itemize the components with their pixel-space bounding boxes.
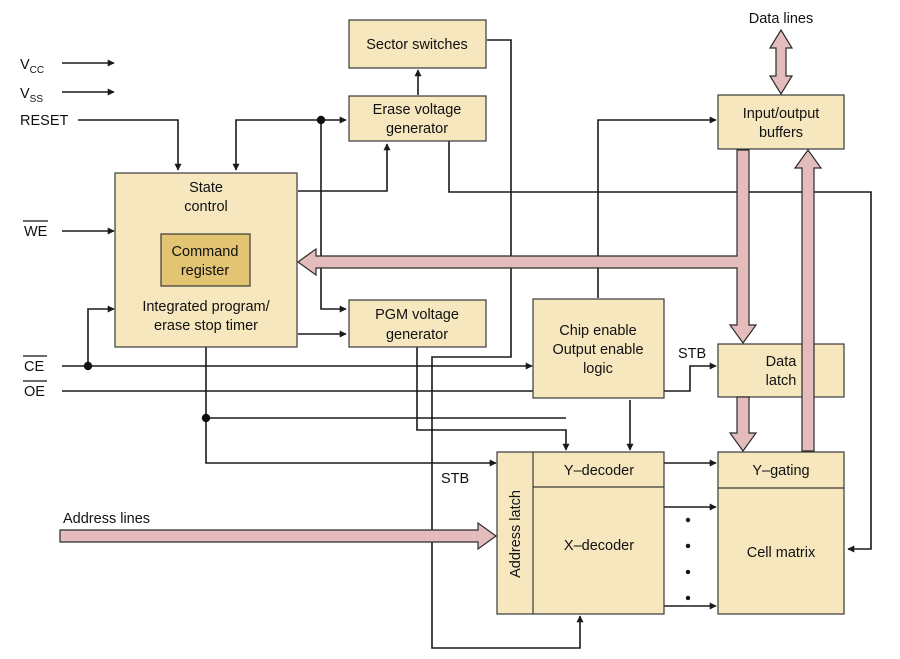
chip-enable-logic-block: Chip enable Output enable logic [532, 298, 665, 399]
timer-label-2: erase stop timer [154, 318, 258, 334]
chip-enable-label-3: logic [583, 361, 613, 377]
we-label: WE [24, 224, 48, 240]
sector-loop-wire [431, 39, 584, 649]
address-lines-label: Address lines [63, 511, 150, 527]
reset-wire [78, 119, 182, 171]
data-buses [59, 28, 823, 551]
io-buffers-label-2: buffers [759, 125, 803, 141]
vss-label: VSS [20, 86, 43, 105]
ce-io-wire [597, 116, 717, 298]
chip-enable-label-2: Output enable [552, 342, 643, 358]
address-lines-bus [59, 521, 498, 551]
erase-voltage-label-2: generator [386, 121, 448, 137]
stb-address-label: STB [441, 471, 469, 487]
decoder-block: Y–decoder X–decoder Address latch [496, 451, 665, 615]
x-decoder-label: X–decoder [564, 538, 634, 554]
ce-label: CE [24, 359, 44, 375]
state-erase-wire [298, 143, 391, 192]
state-control-block: State control Integrated program/ erase … [114, 172, 298, 348]
chip-enable-label-1: Chip enable [559, 323, 636, 339]
state-control-label-2: control [184, 199, 228, 215]
command-register-block: Command register [160, 233, 251, 287]
cell-matrix-block: Y–gating Cell matrix [717, 451, 845, 615]
io-to-latch-bus [296, 149, 758, 345]
erase-matrix-wire [448, 141, 872, 553]
vcc-label: VCC [20, 57, 44, 76]
timer-label-1: Integrated program/ [142, 299, 270, 315]
latch-to-ygating-bus [728, 396, 758, 453]
io-buffers-label-1: Input/output [743, 106, 820, 122]
junction-dots [83, 115, 326, 423]
node-pgm-wire [320, 120, 347, 313]
y-gating-label: Y–gating [752, 463, 809, 479]
reset-label: RESET [20, 113, 68, 129]
oe-label: OE [24, 384, 45, 400]
command-register-label-2: register [181, 263, 230, 279]
data-lines-bus [768, 28, 794, 96]
y-decoder-label: Y–decoder [564, 463, 634, 479]
sector-switches-label: Sector switches [366, 37, 468, 53]
erase-voltage-label-1: Erase voltage [373, 102, 462, 118]
address-latch-label: Address latch [508, 490, 524, 578]
data-lines-label: Data lines [749, 11, 813, 27]
erase-voltage-generator-block: Erase voltage generator [348, 95, 487, 142]
pgm-voltage-label-1: PGM voltage [375, 307, 459, 323]
pgm-ydec-wire [416, 347, 570, 451]
state-control-label-1: State [189, 180, 223, 196]
data-latch-label-2: latch [766, 373, 797, 389]
pgm-voltage-label-2: generator [386, 327, 448, 343]
control-wires [62, 39, 872, 649]
state-stb-wire [205, 347, 497, 467]
cell-matrix-label: Cell matrix [747, 545, 816, 561]
row-ellipsis [685, 517, 691, 601]
data-latch-block: Data latch [717, 343, 845, 398]
pgm-voltage-generator-block: PGM voltage generator [348, 299, 487, 348]
ce-tap-wire [87, 305, 115, 366]
io-buffers-block: Input/output buffers [717, 94, 845, 150]
sector-switches-block: Sector switches [348, 19, 487, 69]
signal-labels: VCC VSS RESET WE CE OE STB STB Address l… [20, 11, 813, 527]
data-latch-label-1: Data [766, 354, 798, 370]
state-erase-link [232, 116, 347, 171]
stb-latch-label: STB [678, 346, 706, 362]
command-register-label-1: Command [172, 244, 239, 260]
ygating-to-io-bus [793, 148, 823, 452]
